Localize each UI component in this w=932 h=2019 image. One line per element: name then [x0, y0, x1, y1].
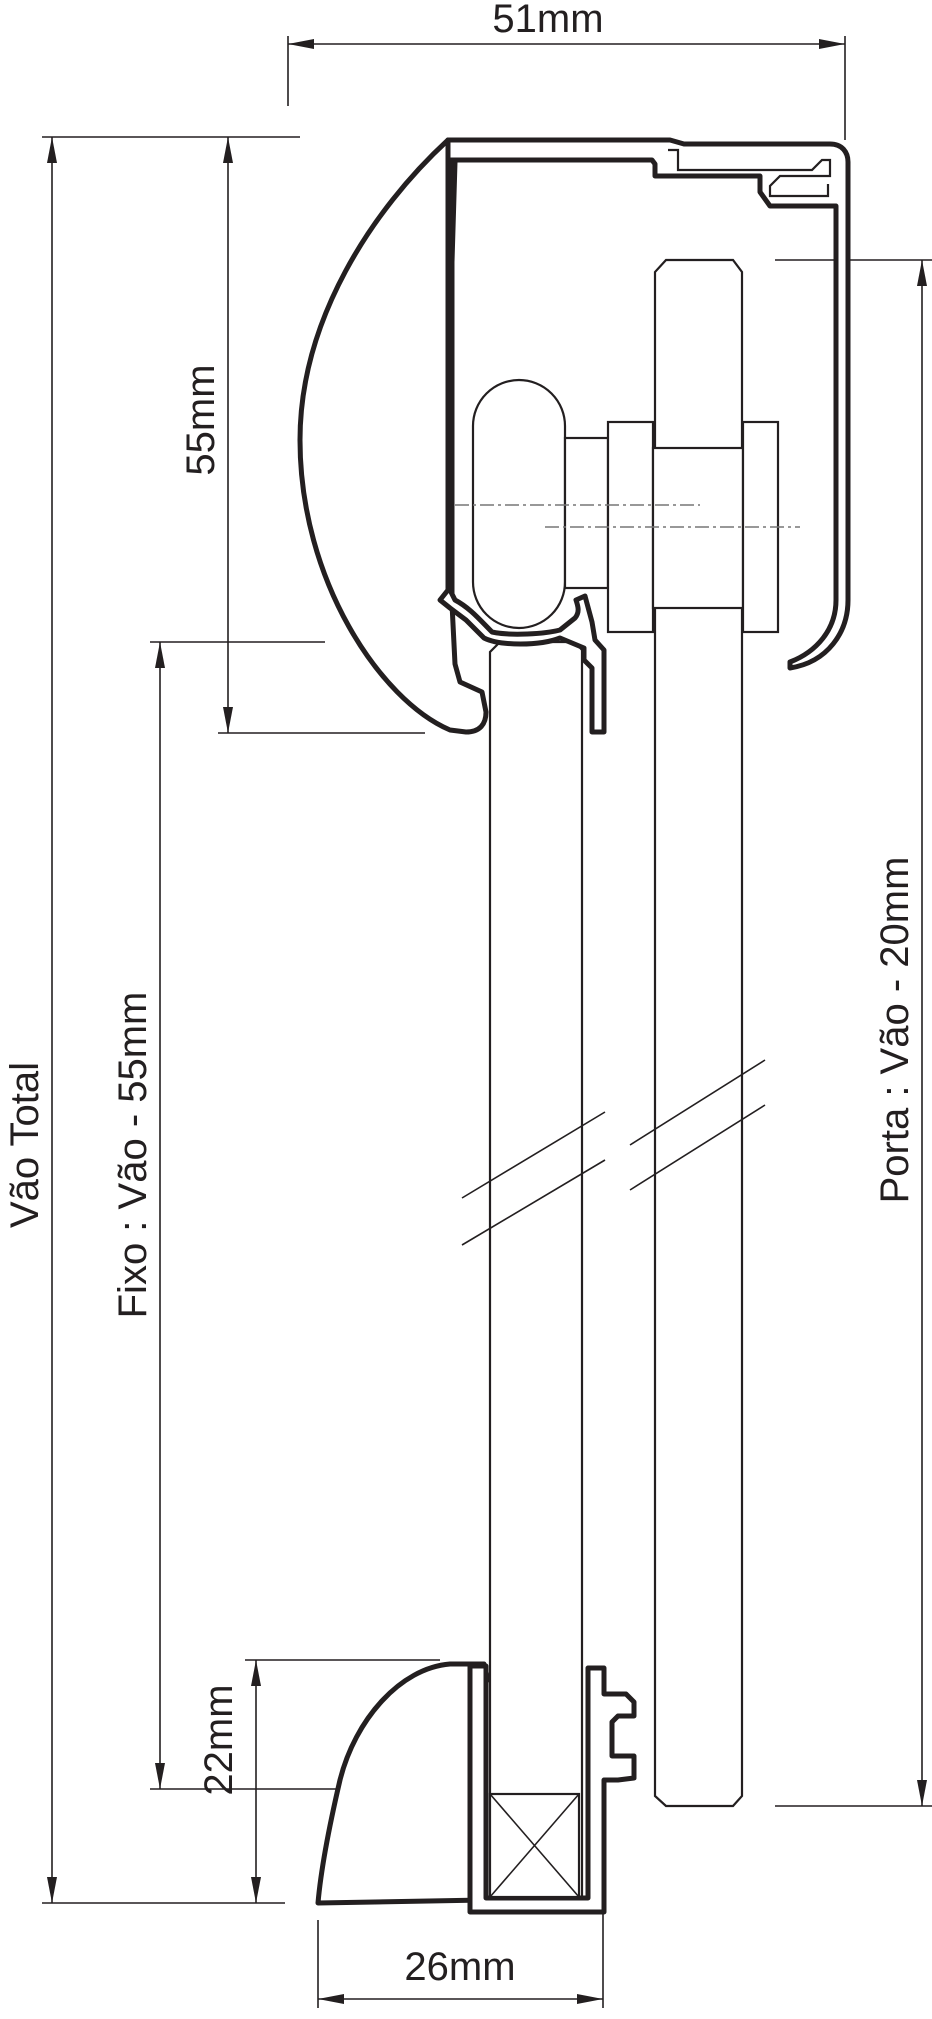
dimension-bottom-width: 26mm — [317, 1900, 604, 2008]
bottom-u-channel — [467, 1663, 637, 1915]
roller-assembly — [455, 378, 800, 634]
top-profile-body — [437, 137, 851, 735]
dimension-total-gap: Vão Total — [3, 136, 300, 1904]
dimension-fixed-panel: Fixo : Vão - 55mm — [111, 641, 460, 1790]
dimension-label-fixed-panel: Fixo : Vão - 55mm — [111, 992, 155, 1319]
bottom-cover-curve — [315, 1661, 491, 1906]
roller-axle-left — [563, 436, 610, 590]
dimension-label-door-panel: Porta : Vão - 20mm — [873, 857, 917, 1204]
dimension-door-panel: Porta : Vão - 20mm — [775, 259, 932, 1807]
dimension-label-bottom-width: 26mm — [404, 1945, 515, 1989]
bottom-profile — [315, 1661, 637, 1915]
top-profile — [297, 137, 851, 735]
roller-wheel — [471, 378, 567, 630]
roller-axle-center — [651, 446, 745, 610]
dimension-label-top-profile-height: 55mm — [179, 364, 223, 475]
dimension-top-width: 51mm — [287, 0, 846, 140]
glass-break-marks — [461, 1059, 766, 1246]
top-cover-curve — [297, 137, 489, 735]
dimension-label-bottom-profile-height: 22mm — [197, 1684, 241, 1795]
dimension-label-total-gap: Vão Total — [3, 1062, 47, 1228]
setting-block-cross-2 — [489, 1793, 580, 1898]
dimension-label-top-width: 51mm — [492, 0, 603, 41]
dimension-bottom-profile-height: 22mm — [197, 1659, 440, 1903]
top-rail-groove — [668, 148, 832, 198]
door-glass-panel — [653, 258, 744, 1808]
fixed-glass-panel — [488, 640, 584, 1900]
dimension-top-profile-height: 55mm — [179, 137, 425, 734]
